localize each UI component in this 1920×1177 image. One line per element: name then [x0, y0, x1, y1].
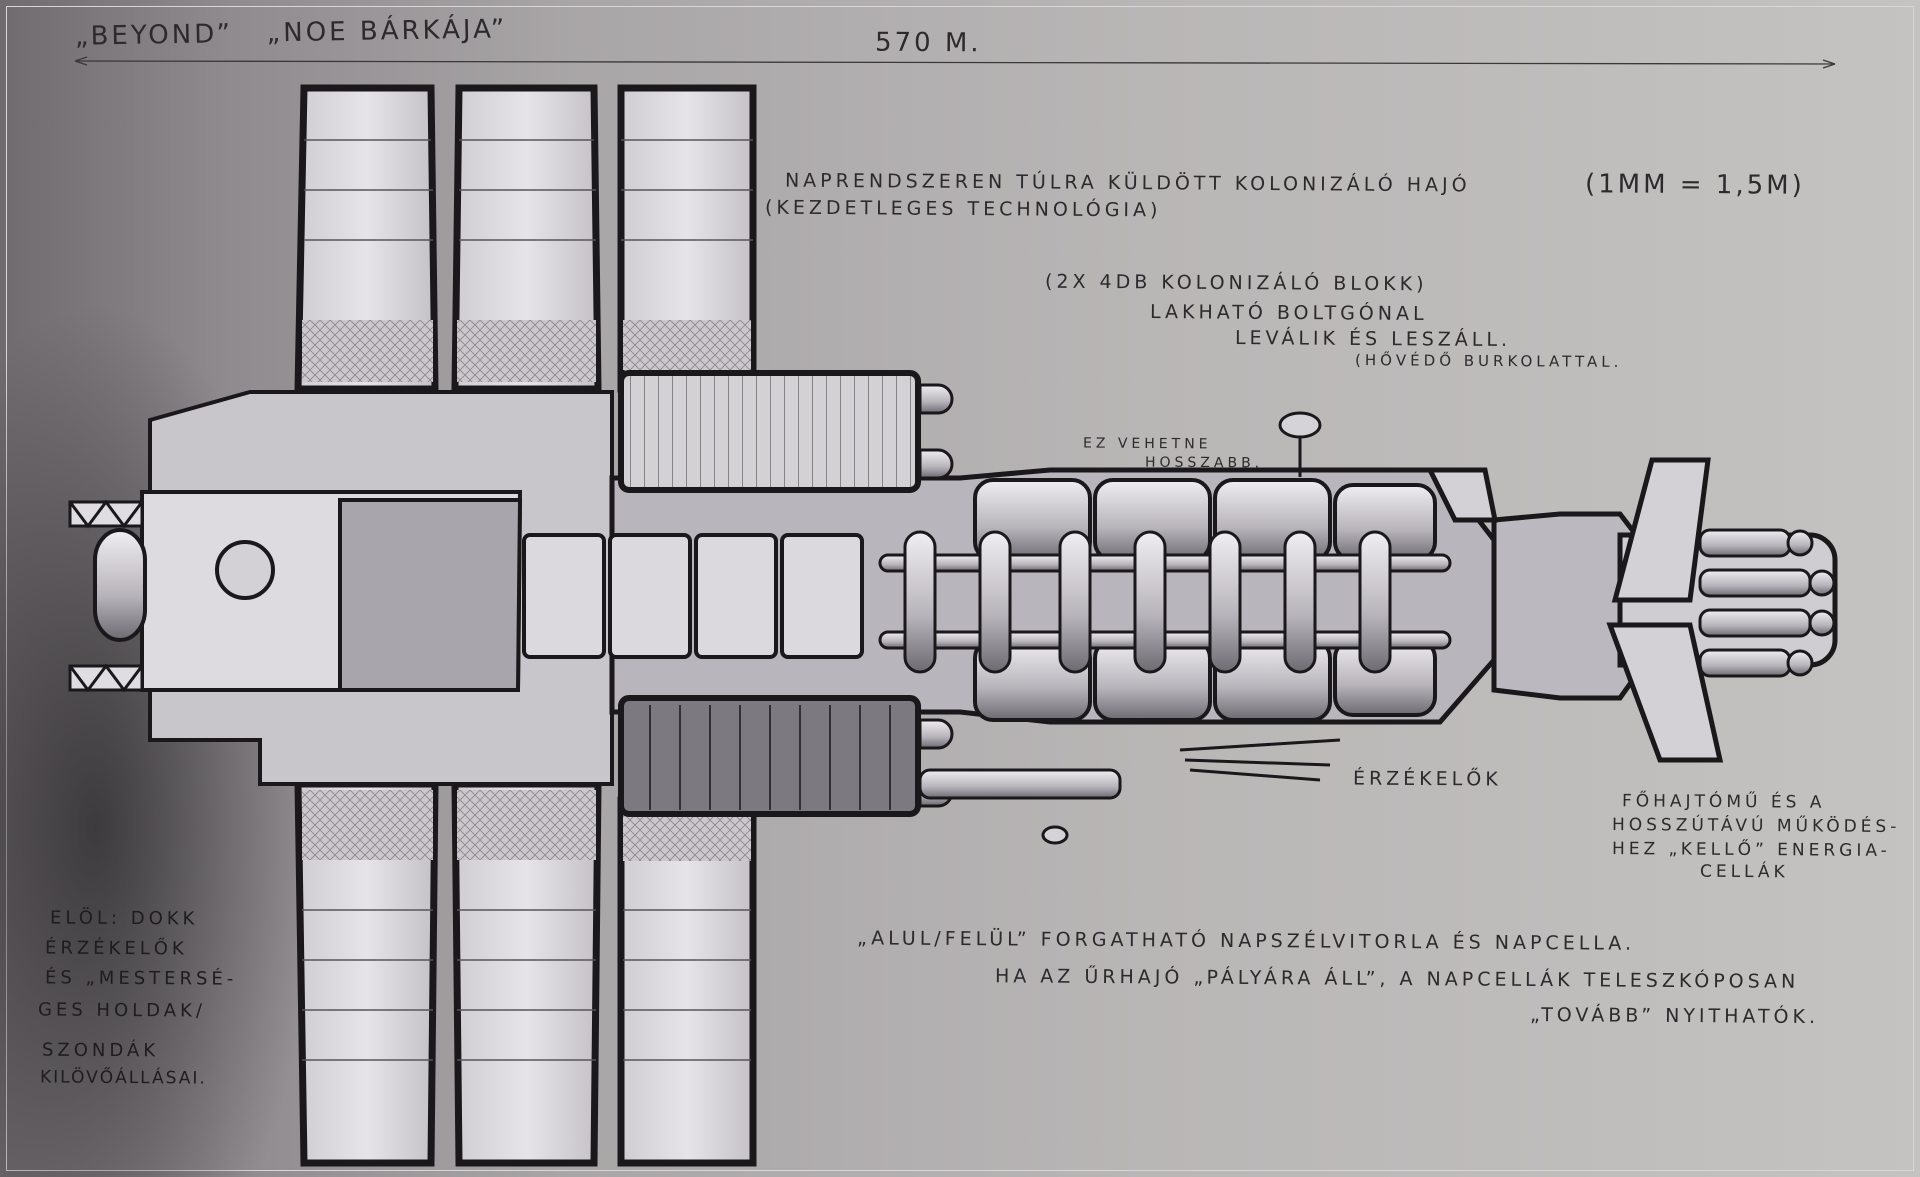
stabilizer-fins — [1425, 457, 1724, 763]
engine-line4: CELLÁK — [1699, 861, 1789, 883]
front-note-line3: ÉS „MESTERSÉ- — [44, 967, 238, 990]
colony-line2: LAKHATÓ BOLTGÓNAL — [1149, 301, 1428, 325]
sensors-label: ÉRZÉKELŐK — [1352, 767, 1502, 791]
docking-trusses — [68, 499, 144, 693]
ship-name-beyond: „BEYOND” — [74, 19, 234, 52]
engine-line1: FŐHAJTÓMŰ ÉS A — [1621, 791, 1826, 813]
colony-line4: (HŐVÉDŐ BURKOLATTAL. — [1354, 351, 1623, 371]
colonization-block-top — [618, 370, 921, 493]
inner-cargo-blocks — [522, 533, 864, 659]
dimension-line — [74, 60, 1836, 65]
colony-line3: LEVÁLIK ÉS LESZÁLL. — [1234, 327, 1512, 351]
front-note-line1: ELÖL: DOKK — [49, 907, 199, 930]
longer-note-line1: EZ VEHETNE — [1082, 435, 1212, 453]
front-note-line6: KILÖVŐÁLLÁSAI. — [39, 1067, 207, 1089]
ship-name-noe: „NOE BÁRKÁJA” — [266, 14, 508, 49]
forward-hull — [93, 390, 614, 786]
colony-line1: (2X 4db KOLONIZÁLÓ BLOKK) — [1044, 270, 1428, 296]
solar-panels-bottom — [294, 780, 757, 1167]
scale-note: (1mm = 1,5m) — [1584, 169, 1805, 201]
solar-sail-line3: „TOVÁBB” NYITHATÓK. — [1529, 1003, 1820, 1029]
longer-note-line2: HOSSZABB. — [1144, 454, 1264, 472]
front-note-line5: SZONDÁK — [41, 1039, 160, 1062]
description-line2: (KEZDETLEGES TECHNOLÓGIA) — [764, 196, 1162, 222]
solar-panels-top — [294, 84, 757, 393]
thrusters — [1698, 528, 1836, 678]
engine-line2: HOSSZÚTÁVÚ MŰKÖDÉS- — [1611, 814, 1901, 838]
connector-pipes — [903, 530, 1392, 674]
sensor-array — [1041, 411, 1341, 845]
habitat-modules — [973, 478, 1437, 722]
ship-length: 570 m. — [874, 27, 982, 59]
front-note-line4: GES HOLDAK/ — [37, 999, 207, 1022]
front-note-line2: ÉRZÉKELŐK — [44, 937, 188, 960]
engine-line3: HEZ „KELLŐ” ENERGIA- — [1611, 839, 1891, 861]
